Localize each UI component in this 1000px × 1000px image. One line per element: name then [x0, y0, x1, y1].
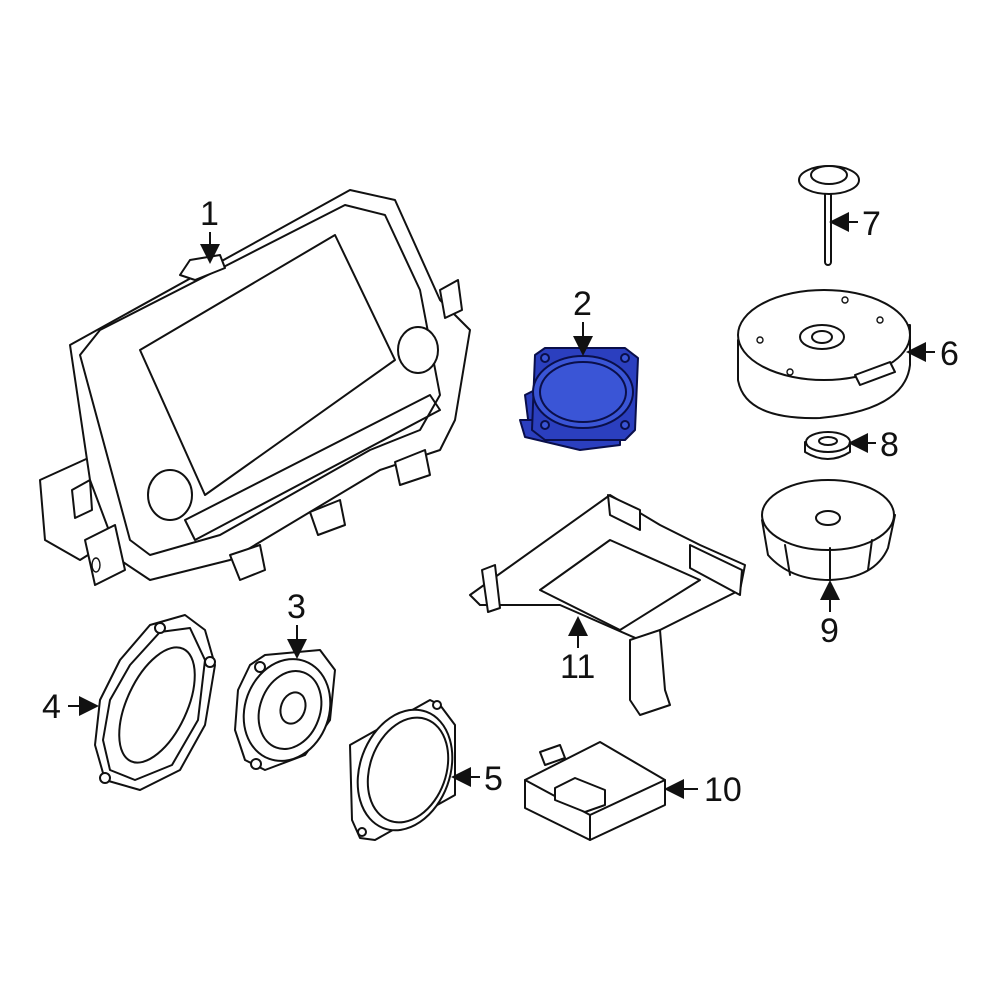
- callout-10: 10: [704, 771, 742, 809]
- callout-2: 2: [573, 285, 592, 323]
- part-6-subwoofer[interactable]: [737, 289, 911, 420]
- part-4-speaker[interactable]: [94, 614, 216, 791]
- callout-8: 8: [880, 426, 899, 464]
- callout-6: 6: [940, 335, 959, 373]
- part-2-speaker-highlighted[interactable]: [519, 347, 639, 451]
- callout-3: 3: [287, 588, 306, 626]
- callout-11: 11: [560, 648, 595, 686]
- part-9-speaker-base[interactable]: [761, 479, 896, 581]
- callout-4: 4: [42, 688, 61, 726]
- part-3-speaker[interactable]: [230, 647, 345, 773]
- part-5-speaker[interactable]: [342, 696, 469, 843]
- part-7-bolt[interactable]: [798, 165, 860, 266]
- callout-1: 1: [200, 195, 219, 233]
- part-1-display-unit[interactable]: [39, 189, 471, 586]
- callout-7: 7: [862, 205, 881, 243]
- part-11-bracket[interactable]: [469, 494, 746, 716]
- part-10-amplifier-module[interactable]: [524, 741, 666, 841]
- part-8-washer[interactable]: [804, 431, 851, 460]
- callout-9: 9: [820, 612, 839, 650]
- callout-5: 5: [484, 760, 503, 798]
